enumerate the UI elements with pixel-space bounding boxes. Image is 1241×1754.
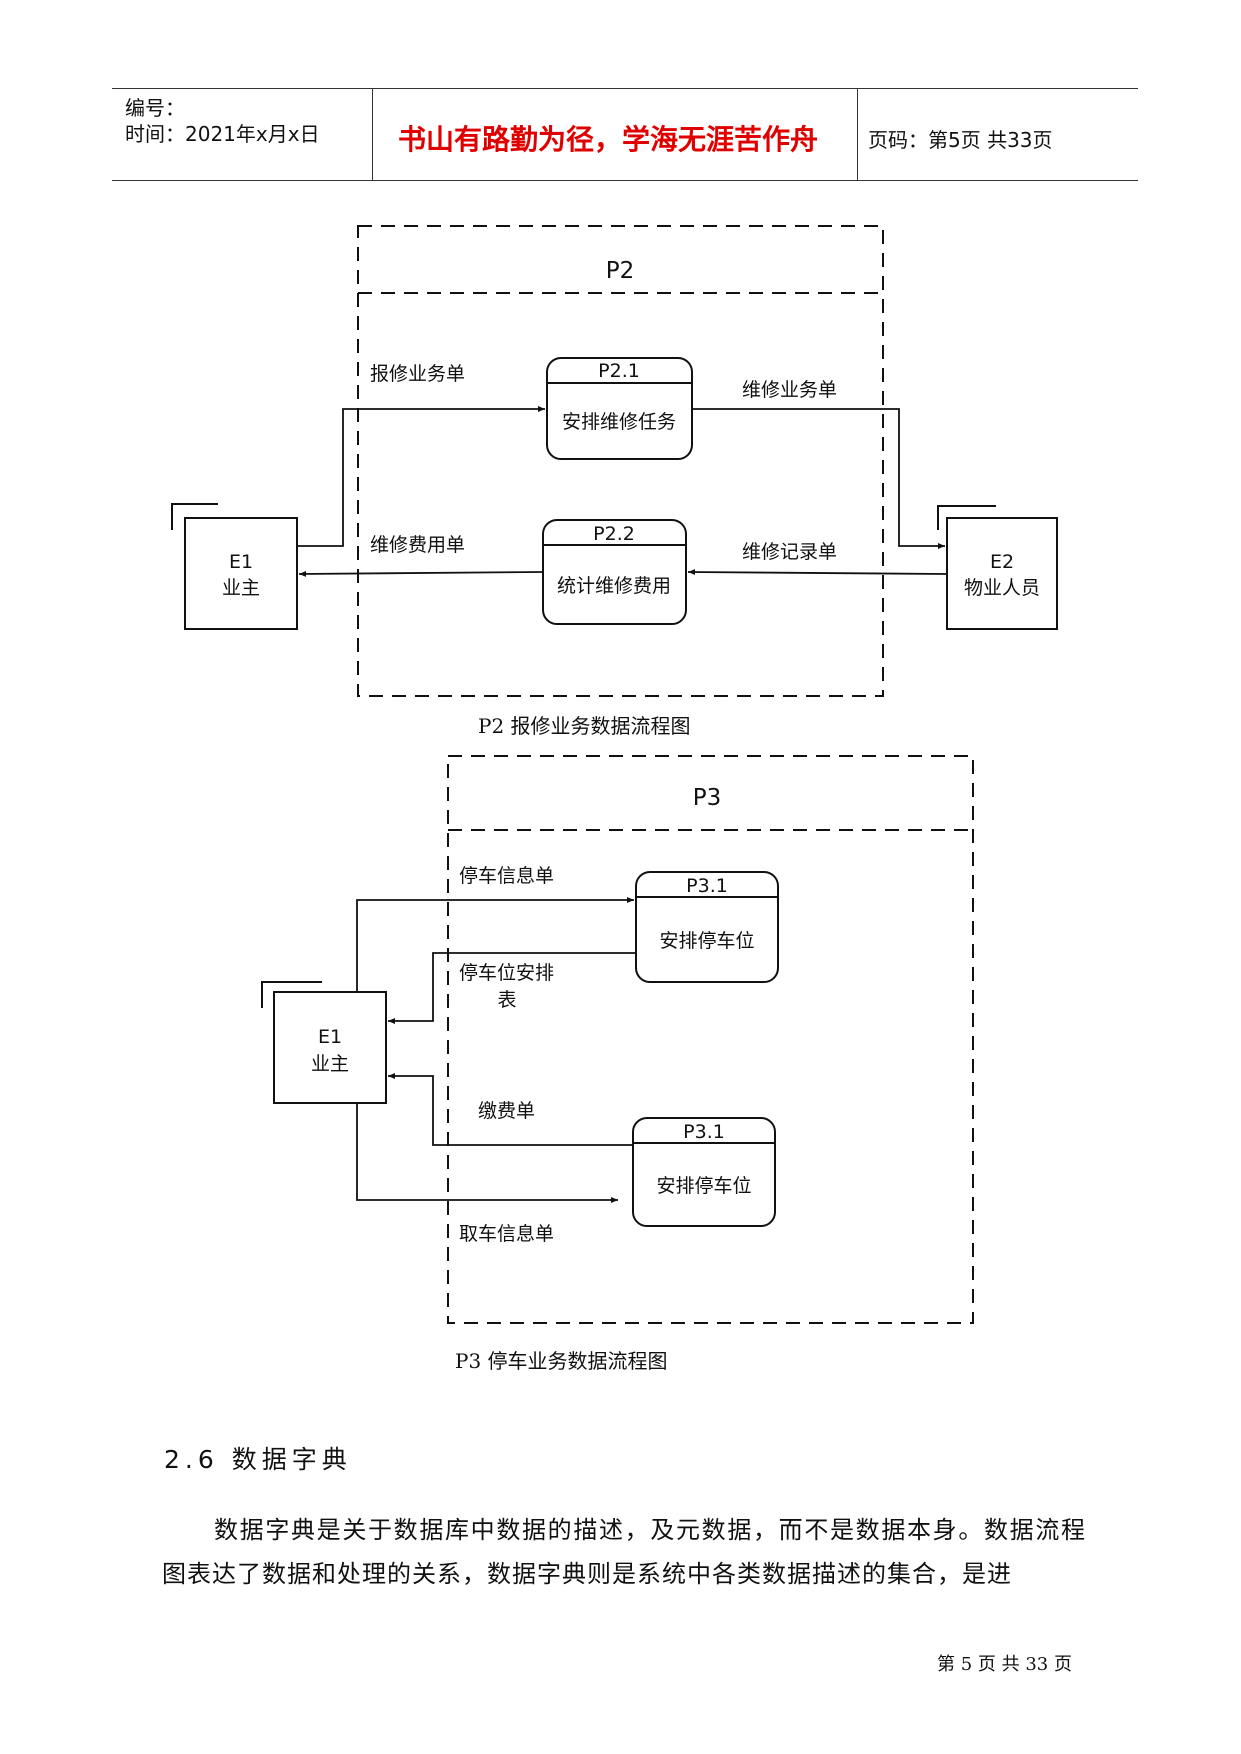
flow-label: 维修费用单 [370,534,465,556]
flow-pickup-info [356,1103,618,1203]
flow-label: 报修业务单 [370,363,465,385]
process-p3-2-id: P3.1 [683,1121,725,1143]
flow-label: 取车信息单 [459,1223,554,1245]
p2-caption: P2 报修业务数据流程图 [478,714,691,738]
header-divider [372,88,373,180]
process-p3-1 [635,871,779,983]
process-p3-1-name: 安排停车位 [659,930,754,952]
header-divider [857,88,858,180]
document-number-label: 编号： [125,96,185,120]
flow-label: 维修记录单 [742,541,837,563]
p2-title: P2 [606,258,635,284]
process-p3-1-id: P3.1 [686,875,728,897]
page-footer: 第 5 页 共 33 页 [937,1654,1072,1675]
document-date: 时间：2021年x月x日 [125,122,320,146]
flow-repair-record [687,569,948,576]
page-indicator: 页码：第5页 共33页 [868,128,1053,152]
entity-e1-shadow [171,503,218,530]
process-p2-2-name: 统计维修费用 [557,575,671,597]
flow-repair-order [692,408,945,549]
entity-p3-e1 [273,991,387,1104]
entity-p3-e1-name: 业主 [311,1053,349,1075]
header-bottom-rule [112,180,1138,181]
flow-payment [388,1073,633,1146]
process-p2-2-id: P2.2 [593,523,635,545]
p3-caption: P3 停车业务数据流程图 [455,1349,668,1373]
flow-label: 停车信息单 [459,865,554,887]
flow-repair-fee [298,570,544,577]
p3-title: P3 [693,785,722,811]
p3-boundary [447,755,974,1324]
header-motto: 书山有路勤为径，学海无涯苦作舟 [398,123,819,156]
flow-parking-schedule [388,952,636,1024]
process-p3-2 [632,1117,776,1227]
flow-label: 缴费单 [478,1100,535,1122]
entity-e1-id: E1 [229,551,253,573]
flow-report-order [297,406,545,547]
entity-e2-shadow [937,505,996,530]
flow-label: 停车位安排 [459,962,554,984]
p2-boundary [357,225,884,697]
process-p3-2-name: 安排停车位 [656,1175,751,1197]
process-p2-1-name: 安排维修任务 [562,411,676,433]
flow-parking-info [356,897,634,992]
entity-e1 [184,517,298,630]
entity-p3-e1-shadow [261,981,322,1008]
header-top-rule [112,88,1138,89]
entity-e1-name: 业主 [222,577,260,599]
entity-e2 [946,517,1058,630]
flow-label: 表 [497,989,516,1011]
diagram-p3: P3 P3.1 安排停车位 P3.1 安排停车位 E1 业主 停车信息单 停车位… [261,755,974,1324]
flow-label: 维修业务单 [742,379,837,401]
process-p2-1-id: P2.1 [598,360,640,382]
section-heading: 2.6 数据字典 [164,1445,352,1474]
diagram-p2: P2 P2.1 安排维修任务 P2.2 统计维修费用 E1 业主 E2 物业人员… [171,225,1058,697]
entity-p3-e1-id: E1 [318,1026,342,1048]
entity-e2-name: 物业人员 [964,577,1040,599]
section-paragraph: 数据字典是关于数据库中数据的描述，及元数据，而不是数据本身。数据流程图表达了数据… [162,1516,1086,1588]
entity-e2-id: E2 [990,551,1014,573]
